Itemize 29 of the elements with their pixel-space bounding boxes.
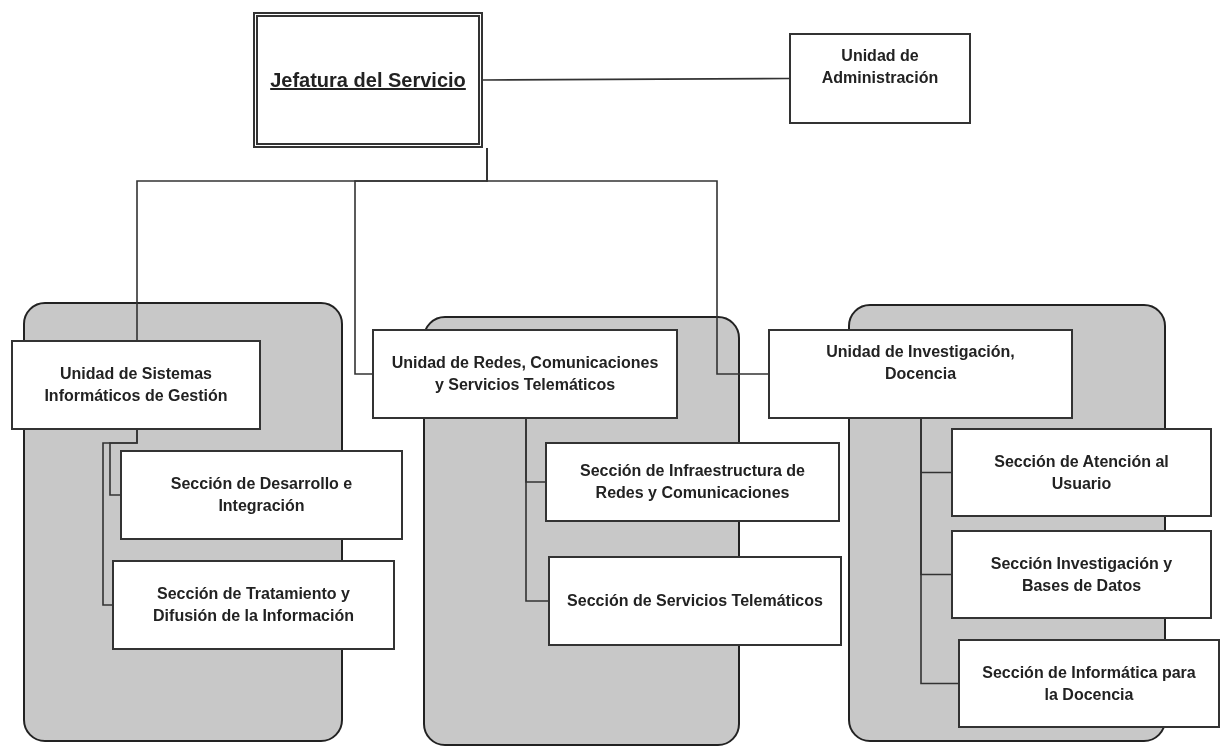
node-label: Sección de Atención al Usuario [993,451,1170,494]
unit-box [958,639,1220,728]
connector-line [486,147,769,375]
node-label: Sección de Infraestructura de Redes y Comunicaciones [579,461,806,503]
unit-box [951,428,1212,517]
unit-box [951,530,1212,619]
unit-box [372,329,678,419]
unit-box [11,340,261,430]
connector-line [482,77,790,81]
node-label: Sección de Desarrollo e Integración [169,474,354,516]
head-box [253,12,483,148]
unit-box [112,560,395,650]
node-label: Unidad de Investigación, Docencia [825,342,1016,384]
unit-box [548,556,842,646]
connector-line [525,418,549,602]
unit-box [768,329,1073,419]
node-label: Sección Investigación y Bases de Datos [989,553,1174,596]
connector-line [102,429,138,606]
unit-box [545,442,840,522]
node-label: Unidad de Redes, Comunicaciones y Servicios Telemáticos [390,353,660,395]
unit-box [789,33,971,124]
node-label: Unidad de Administración [820,46,940,88]
node-label: Jefatura del Servicio [270,69,466,91]
node-label: Sección de Informática para la Docencia [981,662,1197,705]
connector-line [920,418,959,685]
node-label: Unidad de Sistemas Informáticos de Gestión [43,364,229,406]
unit-box [120,450,403,540]
node-label: Sección de Tratamiento y Difusión de la Información [152,584,355,626]
node-label: Sección de Servicios Telemáticos [567,591,823,611]
